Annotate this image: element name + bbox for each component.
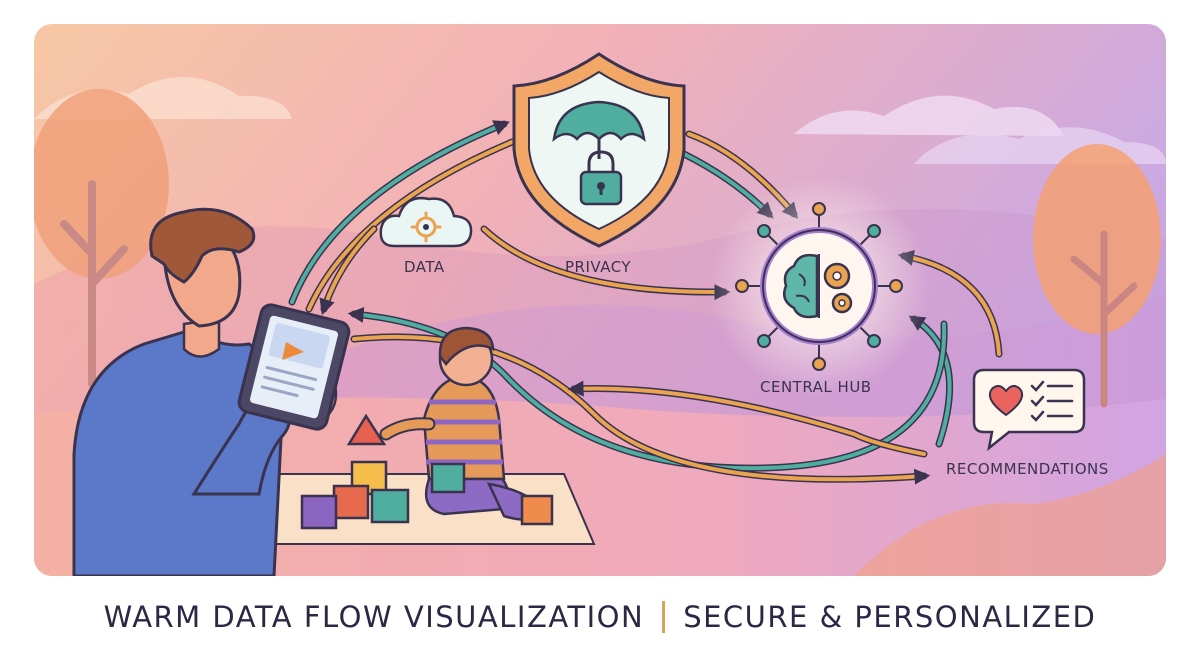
illustration-panel: DATA PRIVACY CENTRAL HUB RECOMMENDATIONS (34, 24, 1166, 576)
recommendations-label: RECOMMENDATIONS (946, 460, 1109, 478)
caption-separator (662, 601, 666, 633)
umbrella-shield-icon (512, 52, 686, 248)
caption-title: WARM DATA FLOW VISUALIZATION SECURE & PER… (0, 600, 1200, 634)
toy-blocks (300, 413, 554, 530)
padlock-icon (579, 150, 623, 206)
caption-left: WARM DATA FLOW VISUALIZATION (103, 600, 645, 634)
ground-front (854, 454, 1166, 576)
caption-right: SECURE & PERSONALIZED (683, 600, 1097, 634)
child-figure (379, 326, 546, 521)
privacy-label: PRIVACY (565, 258, 632, 276)
cloud-gear-icon (379, 196, 473, 248)
data-flow-scene (34, 24, 1166, 576)
tree-left-foliage (34, 89, 169, 279)
data-label: DATA (404, 258, 445, 276)
cloud-shape (794, 95, 1064, 136)
tree-right-trunk (1070, 230, 1138, 408)
tree-right-foliage (1033, 144, 1161, 334)
brain-gear-icon (783, 253, 853, 319)
central-hub-label: CENTRAL HUB (760, 378, 872, 396)
heart-checklist-icon (972, 368, 1086, 452)
tablet-play-icon (237, 303, 351, 431)
tree-left-trunk (60, 180, 128, 388)
